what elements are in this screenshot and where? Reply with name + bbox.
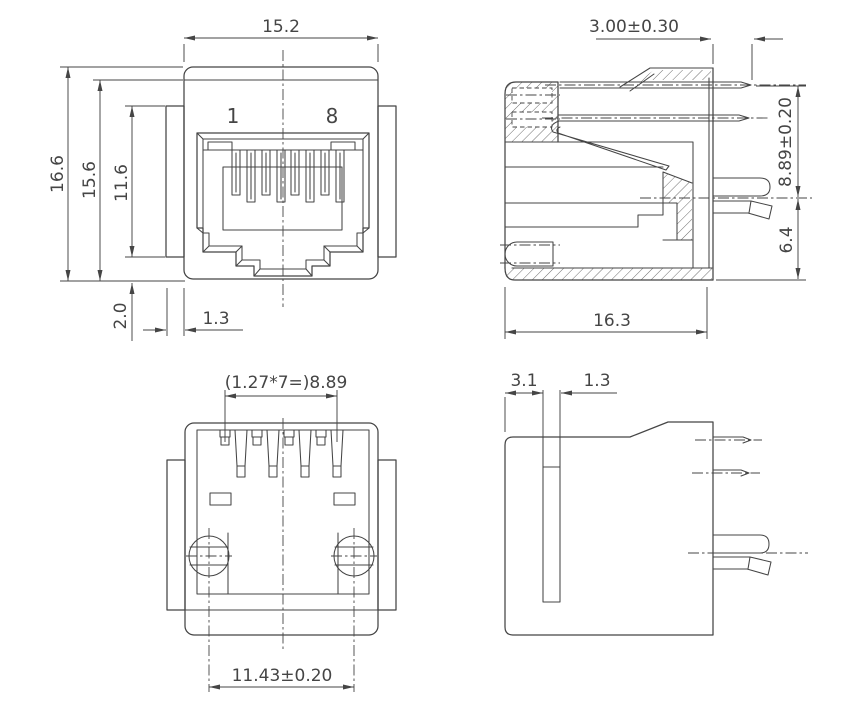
opening-left-notch <box>207 141 233 151</box>
bottom-body-outline <box>184 422 379 636</box>
cavity-structure <box>504 141 694 269</box>
dim-flange-setback: 1.3 <box>202 309 229 329</box>
snap-peg-section <box>712 177 773 220</box>
side-section-view: 3.00±0.30 8.89±0.20 6.4 16.3 <box>500 17 812 339</box>
dim-pin-to-peg: 8.89±0.20 <box>776 97 796 187</box>
dim-overall-height: 16.6 <box>48 155 68 193</box>
pin-tail-lower <box>557 114 750 122</box>
hidden-channel-2 <box>511 111 553 128</box>
dim-contact-span: (1.27*7=)8.89 <box>225 373 348 393</box>
side-dimensions: 3.1 1.3 <box>504 371 617 437</box>
bottom-wall-outline <box>504 267 714 281</box>
front-view: 1 8 15.2 16.6 15.6 11.6 2.0 <box>48 17 397 341</box>
mounting-posts <box>186 528 377 692</box>
pin8-label: 8 <box>326 104 339 128</box>
bezel-outline <box>504 81 559 269</box>
side-slot <box>542 436 561 603</box>
pin1-label: 1 <box>227 104 240 128</box>
opening-right-notch <box>330 141 356 151</box>
contact-tail-slots <box>219 429 344 478</box>
dim-pin-tail: 3.00±0.30 <box>589 17 679 37</box>
dim-bottom-offset: 2.0 <box>111 302 131 329</box>
front-right-flange <box>377 105 397 258</box>
dim-flange-height: 11.6 <box>112 164 132 202</box>
dim-width: 15.2 <box>262 17 300 37</box>
bottom-wall-hatch <box>505 268 712 280</box>
bottom-dimensions: (1.27*7=)8.89 11.43±0.20 <box>209 373 354 690</box>
plug-cavity <box>222 166 343 231</box>
opening-bevel-lines <box>196 132 370 277</box>
dim-body-height: 15.6 <box>80 161 100 199</box>
contact-comb <box>231 149 345 203</box>
right-boss-window <box>333 492 356 506</box>
section-dimensions: 3.00±0.30 8.89±0.20 6.4 16.3 <box>504 17 806 339</box>
side-view: 3.1 1.3 <box>504 371 808 636</box>
dim-slot-offset: 3.1 <box>510 371 537 391</box>
snap-peg-side <box>712 534 772 576</box>
latch-arm-hatch <box>632 70 711 86</box>
dim-peg-span: 11.43±0.20 <box>232 666 333 686</box>
dim-slot-width: 1.3 <box>583 371 610 391</box>
bottom-left-flange <box>166 459 186 611</box>
bottom-view: (1.27*7=)8.89 11.43±0.20 <box>166 373 397 692</box>
bottom-inner-walls <box>184 429 379 611</box>
boss-section <box>504 241 554 267</box>
left-boss-window <box>209 492 232 506</box>
hidden-channel-1 <box>511 87 553 104</box>
dim-peg-to-bottom: 6.4 <box>777 226 797 253</box>
front-dimensions: 15.2 16.6 15.6 11.6 2.0 1.3 <box>48 17 379 341</box>
bottom-right-flange <box>377 459 397 611</box>
contact-spring <box>550 120 670 171</box>
side-pins <box>712 436 752 477</box>
side-body-outline <box>504 421 714 636</box>
dim-depth: 16.3 <box>593 311 631 331</box>
front-left-flange <box>165 105 185 258</box>
